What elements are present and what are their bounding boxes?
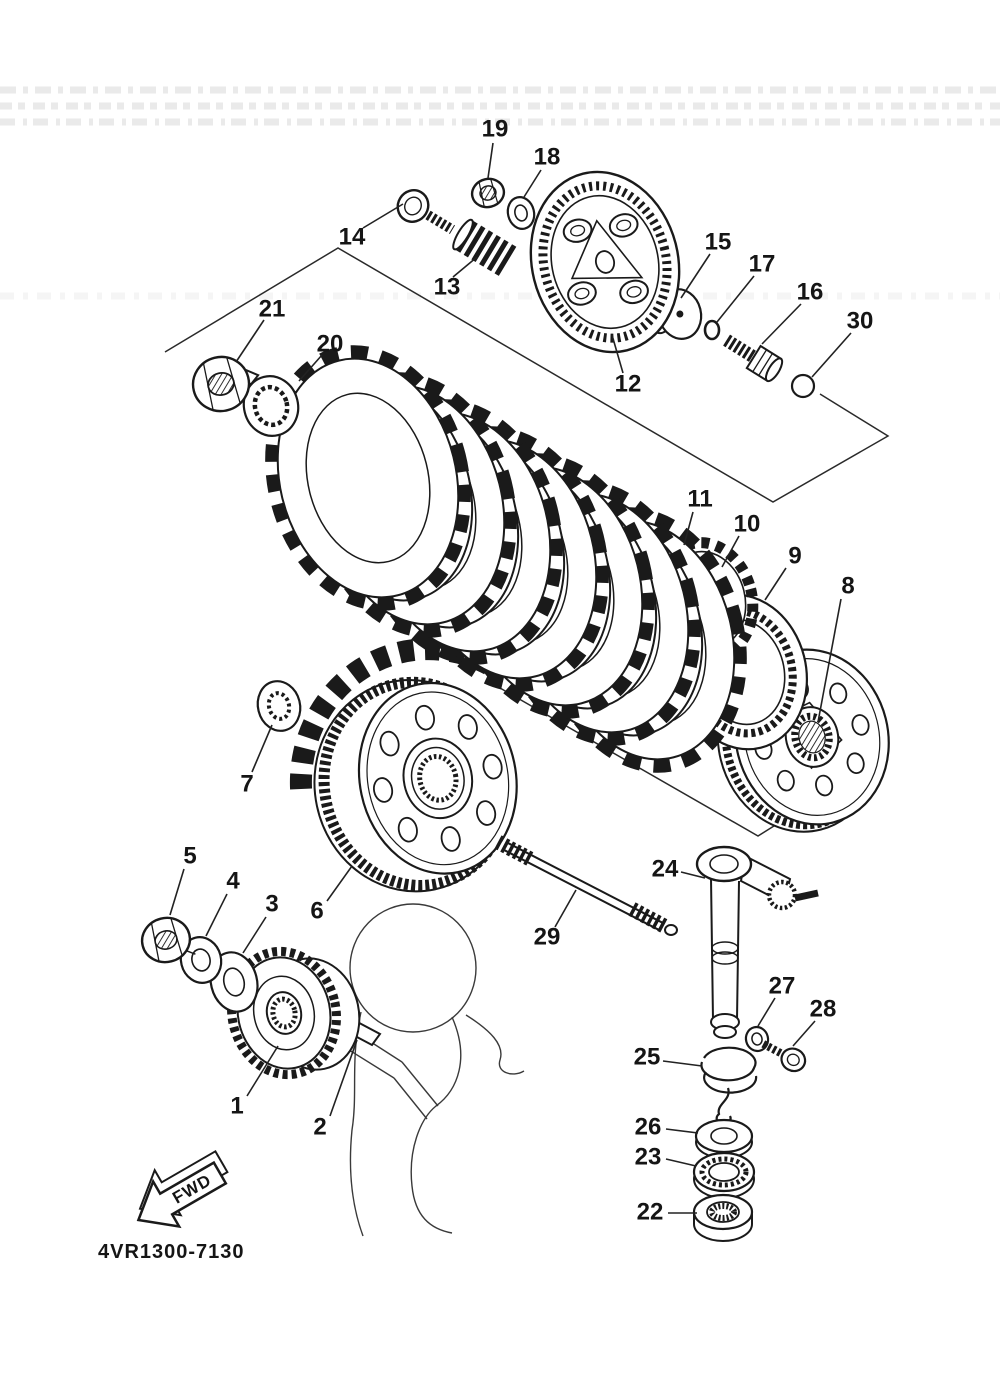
callout-leader-30 <box>811 332 852 378</box>
callout-number-21: 21 <box>259 295 286 322</box>
callout-number-11: 11 <box>687 485 712 512</box>
callout-number-27: 27 <box>769 972 796 999</box>
diagram-code: 4VR1300-7130 <box>98 1241 245 1263</box>
spring-13 <box>452 218 519 278</box>
callout-leader-26 <box>665 1128 699 1134</box>
torsion-spring-25 <box>700 1046 758 1126</box>
watermark-band <box>0 86 1000 300</box>
thrust-washer-7 <box>256 680 302 732</box>
callout-leader-27 <box>757 997 776 1027</box>
callout-number-16: 16 <box>797 278 824 305</box>
bolt-28 <box>761 1040 807 1073</box>
callout-leader-4 <box>205 893 228 937</box>
callout-leader-21 <box>235 319 265 363</box>
callout-leader-5 <box>169 868 185 916</box>
callout-leader-7 <box>251 724 273 773</box>
callout-number-6: 6 <box>310 897 323 924</box>
callout-number-7: 7 <box>240 770 253 797</box>
callout-number-5: 5 <box>183 842 196 869</box>
washer-18 <box>506 196 536 230</box>
primary-gear-1 <box>227 946 361 1080</box>
callout-number-3: 3 <box>265 890 278 917</box>
callout-leader-17 <box>716 275 755 323</box>
callout-number-8: 8 <box>841 572 854 599</box>
callout-leader-23 <box>665 1158 697 1167</box>
clutch-plate-stack <box>246 331 766 787</box>
callout-leader-20 <box>298 354 323 382</box>
nut-21 <box>191 355 251 413</box>
callout-number-23: 23 <box>635 1143 662 1170</box>
callout-leader-10 <box>721 535 740 568</box>
callout-number-9: 9 <box>788 542 801 569</box>
callout-leader-24 <box>680 871 706 879</box>
callout-leader-19 <box>487 142 494 179</box>
ball-30 <box>790 373 816 399</box>
callout-number-25: 25 <box>634 1043 661 1070</box>
crankcase-ghost-2 <box>327 903 525 1237</box>
callout-number-14: 14 <box>339 223 366 250</box>
callout-number-28: 28 <box>810 995 837 1022</box>
lock-washer-4 <box>179 936 223 984</box>
callout-leader-8 <box>817 598 842 723</box>
callout-number-13: 13 <box>434 273 461 300</box>
adjuster-screw-16 <box>723 334 784 383</box>
washer-27 <box>744 1025 770 1053</box>
nut-19 <box>470 177 506 209</box>
callout-number-24: 24 <box>652 855 679 882</box>
callout-number-26: 26 <box>635 1113 662 1140</box>
callout-number-12: 12 <box>615 370 642 397</box>
callout-number-17: 17 <box>749 250 776 277</box>
pressure-plate-12 <box>529 170 681 354</box>
callout-leader-11 <box>683 511 694 546</box>
callout-number-30: 30 <box>847 307 874 334</box>
callout-number-2: 2 <box>313 1113 326 1140</box>
o-ring-17 <box>703 319 721 341</box>
callout-leader-12 <box>611 334 624 374</box>
push-rod-29 <box>494 835 678 936</box>
callout-number-22: 22 <box>637 1198 664 1225</box>
callout-leader-15 <box>680 253 711 299</box>
fwd-arrow: FWD <box>136 1149 229 1229</box>
callout-leader-9 <box>764 567 787 601</box>
callout-number-15: 15 <box>705 228 732 255</box>
push-lever-24 <box>695 845 819 1039</box>
callout-leader-13 <box>452 256 478 278</box>
callout-number-20: 20 <box>317 330 344 357</box>
clutch-housing-6 <box>289 638 518 893</box>
callout-number-29: 29 <box>534 923 561 950</box>
bearing-22 <box>692 1193 754 1242</box>
callout-number-19: 19 <box>482 115 509 142</box>
callout-leader-14 <box>362 203 404 229</box>
callout-number-4: 4 <box>226 867 240 894</box>
callout-leader-6 <box>326 865 353 902</box>
callout-leader-29 <box>554 889 577 928</box>
callout-leader-1 <box>246 1045 279 1097</box>
callout-number-18: 18 <box>534 143 561 170</box>
callout-number-10: 10 <box>734 510 761 537</box>
bearing-23 <box>692 1151 756 1199</box>
nut-5 <box>140 916 192 964</box>
callout-leader-16 <box>761 303 802 345</box>
callout-leader-25 <box>662 1060 703 1067</box>
callout-leader-2 <box>329 1039 358 1117</box>
lock-washer-20 <box>235 368 300 437</box>
bolt-14 <box>396 189 456 234</box>
callout-leader-3 <box>242 916 267 954</box>
callout-leader-18 <box>523 169 542 198</box>
callout-leader-28 <box>792 1020 816 1047</box>
callout-number-1: 1 <box>230 1092 243 1119</box>
washer-26 <box>694 1118 754 1159</box>
spacer-3 <box>209 951 259 1013</box>
